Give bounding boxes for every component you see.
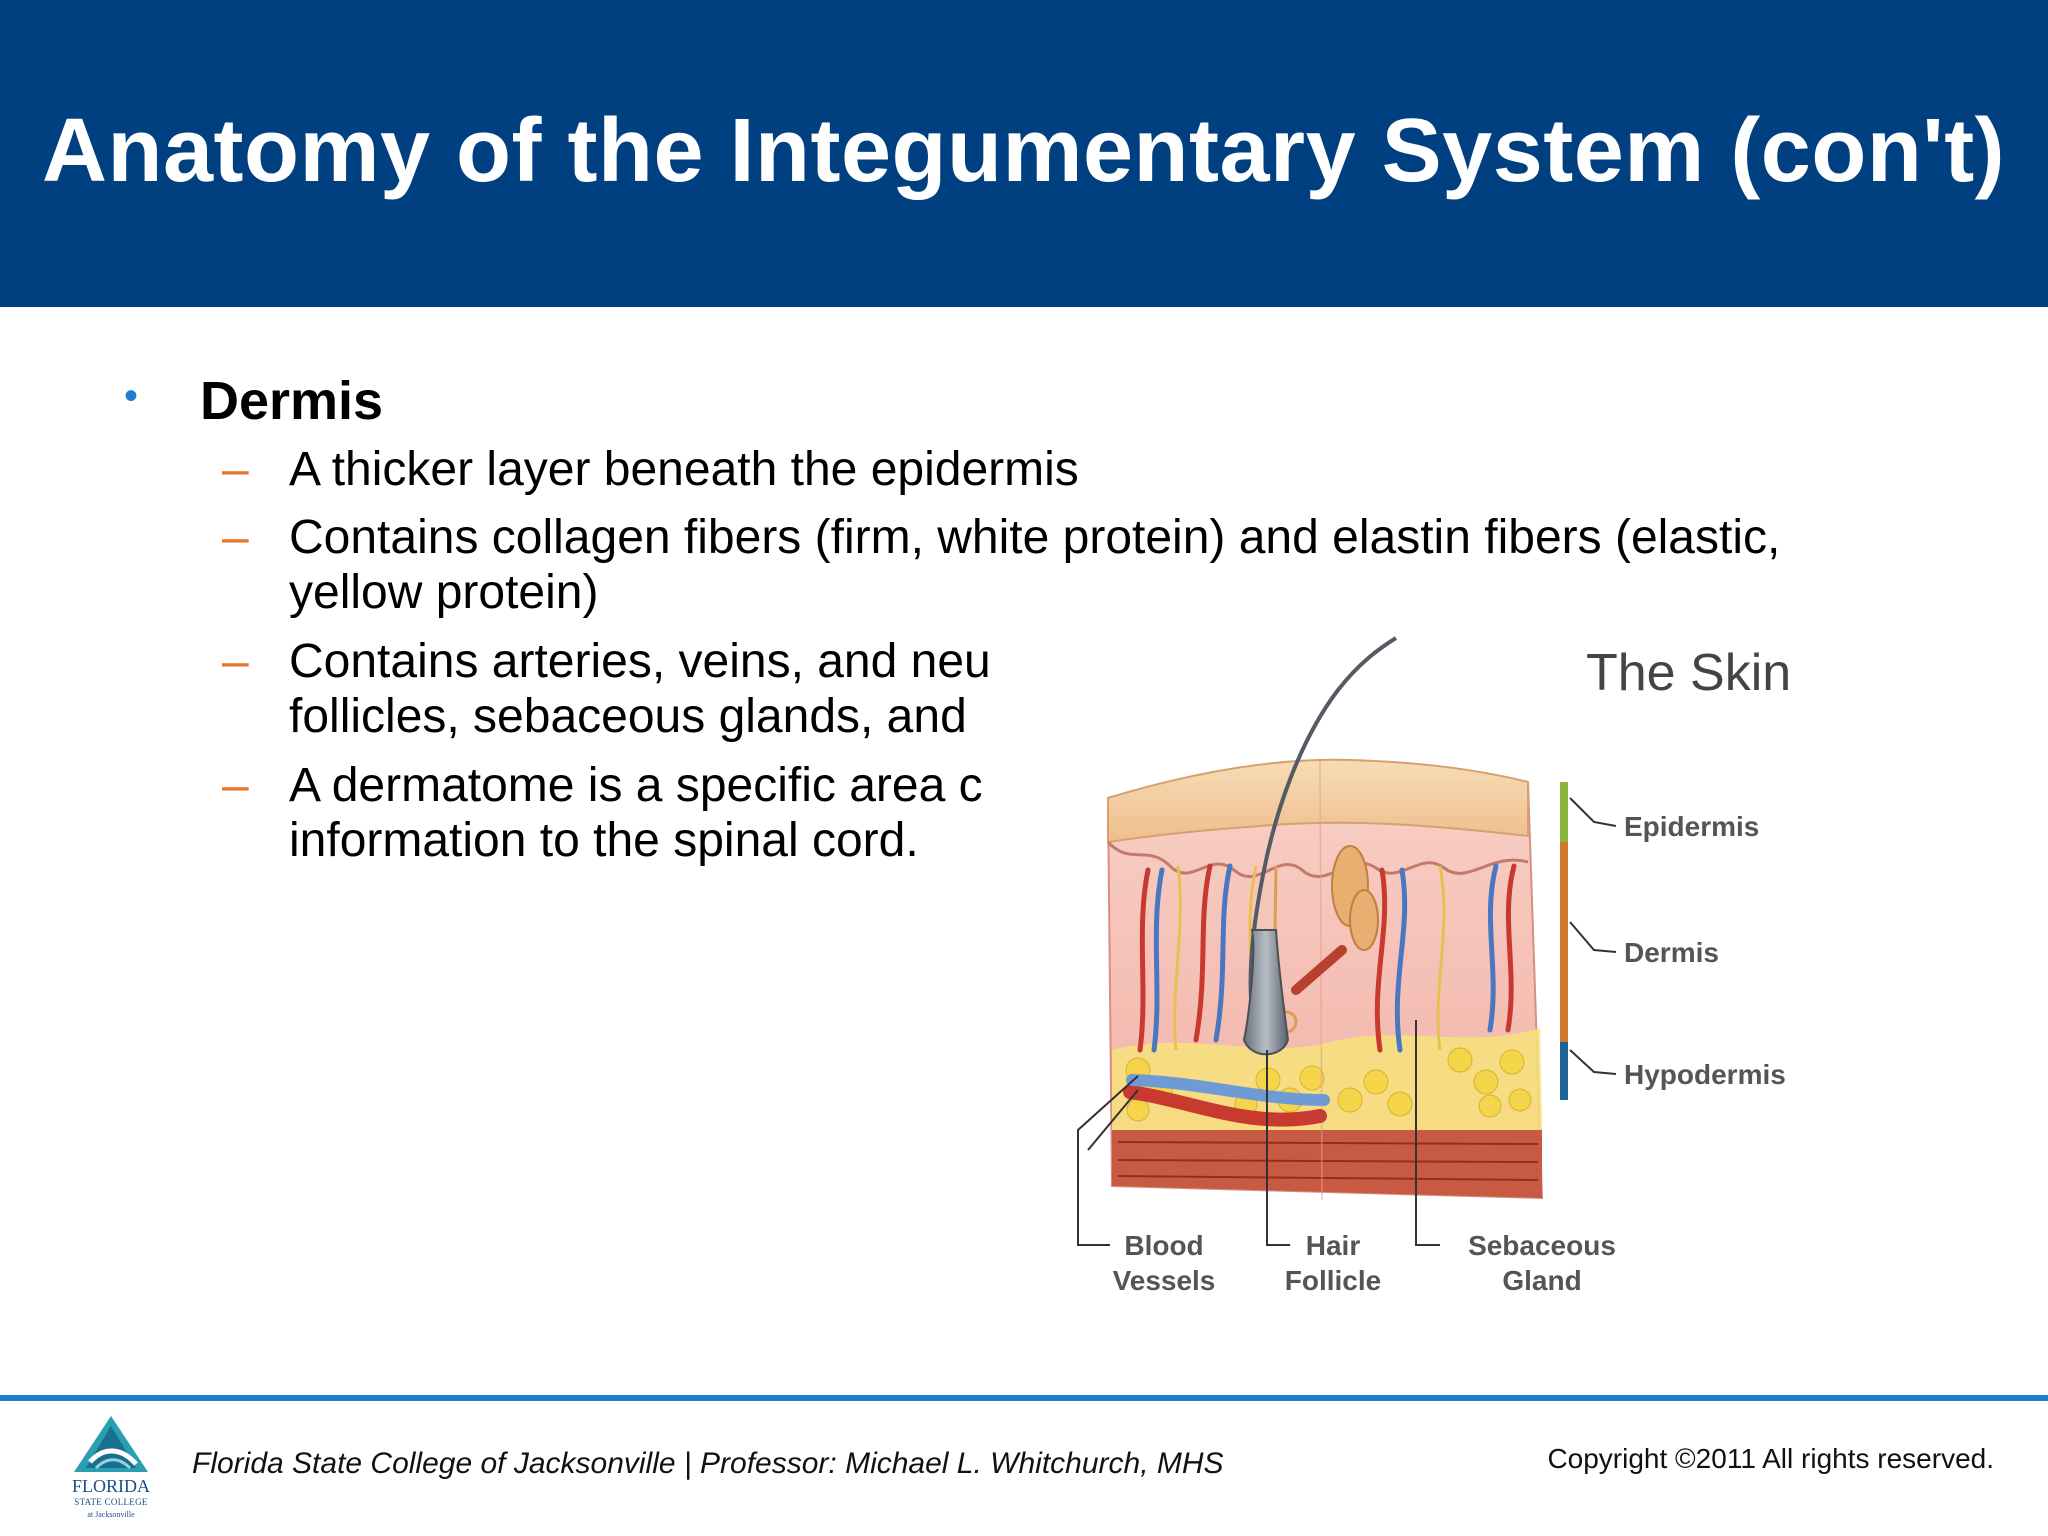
label-hair-line2: Follicle xyxy=(1285,1265,1381,1296)
skin-diagram: The Skin Epidermis Dermis Hypodermis Blo… xyxy=(1077,636,1791,1296)
sub-bullet-3-line-1: Contains arteries, veins, and neu xyxy=(289,635,991,688)
dash-icon: – xyxy=(222,511,249,564)
sub-bullet-2-line-2: yellow protein) xyxy=(289,566,599,619)
footer-copyright: Copyright ©2011 All rights reserved. xyxy=(1547,1443,1994,1474)
epidermis-bar xyxy=(1560,782,1568,842)
sub-bullet-2-line-1: Contains collagen fibers (firm, white pr… xyxy=(289,511,1781,564)
title-banner: Anatomy of the Integumentary System (con… xyxy=(0,0,2048,307)
sub-bullet-3-line-2: follicles, sebaceous glands, and xyxy=(289,690,967,743)
label-hypodermis: Hypodermis xyxy=(1624,1059,1786,1090)
logo-subtitle: STATE COLLEGE xyxy=(74,1497,148,1507)
logo-subtitle-2: at Jacksonville xyxy=(87,1510,135,1519)
label-epidermis: Epidermis xyxy=(1624,811,1759,842)
footer-credit: Florida State College of Jacksonville | … xyxy=(192,1447,1224,1480)
label-blood-line2: Vessels xyxy=(1113,1265,1216,1296)
dermis-bar xyxy=(1560,842,1568,1042)
label-blood-line1: Blood xyxy=(1124,1230,1203,1261)
dash-icon: – xyxy=(222,759,249,812)
label-dermis: Dermis xyxy=(1624,937,1719,968)
skin-illustration: The Skin Epidermis Dermis Hypodermis Blo… xyxy=(1020,630,1930,1320)
label-sebaceous-line1: Sebaceous xyxy=(1468,1230,1616,1261)
footer-divider xyxy=(0,1395,2048,1401)
label-sebaceous-line2: Gland xyxy=(1502,1265,1581,1296)
dash-icon: – xyxy=(222,443,249,496)
illustration-title: The Skin xyxy=(1586,644,1791,702)
label-hair-line1: Hair xyxy=(1306,1230,1361,1261)
bullet-heading: Dermis xyxy=(200,371,384,431)
hypodermis-bar xyxy=(1560,1042,1568,1100)
dash-icon: – xyxy=(222,635,249,688)
sub-bullet-4-line-2: information to the spinal cord. xyxy=(289,814,919,867)
sub-bullet-1-line-1: A thicker layer beneath the epidermis xyxy=(289,443,1079,496)
college-logo-icon xyxy=(74,1416,148,1472)
bullet-dot-icon: • xyxy=(124,374,139,418)
sub-bullet-4-line-1: A dermatome is a specific area c xyxy=(289,759,983,812)
slide-title: Anatomy of the Integumentary System (con… xyxy=(42,101,2006,201)
logo-wordmark: FLORIDA xyxy=(71,1476,150,1496)
